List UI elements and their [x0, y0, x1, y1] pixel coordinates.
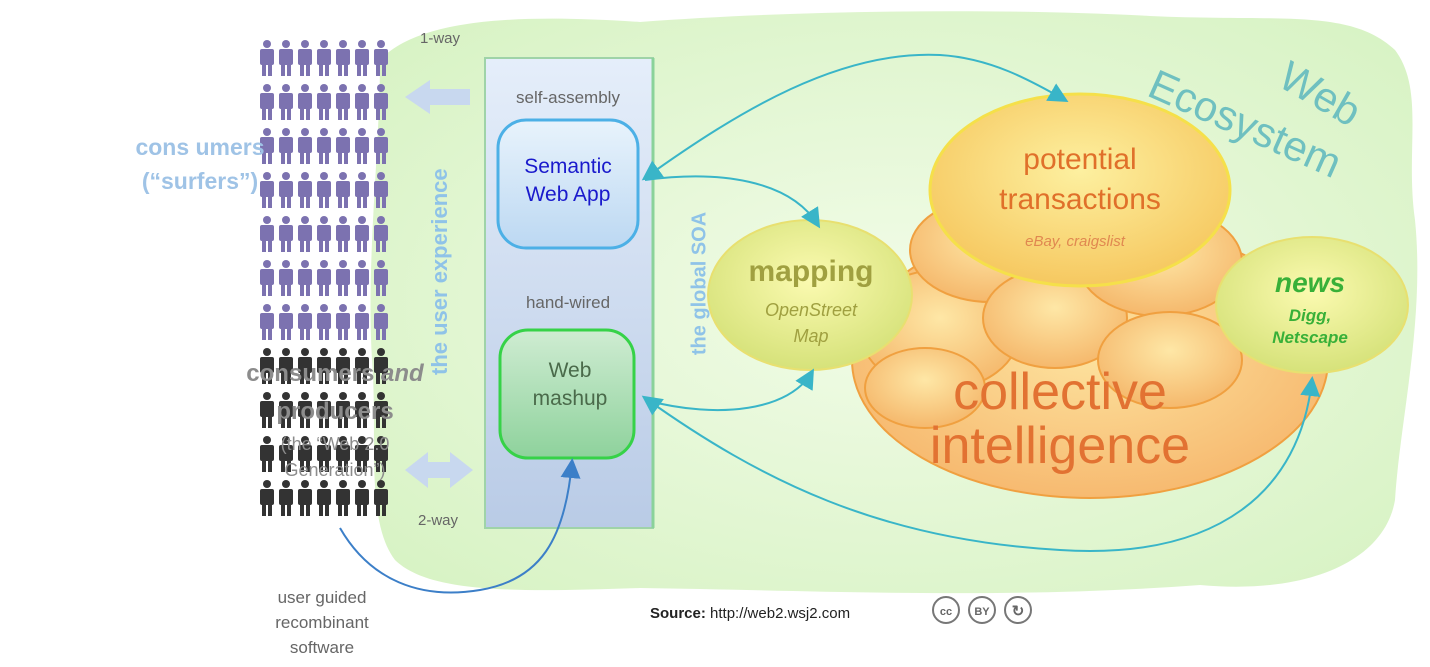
- consumers-label: cons umers (“surfers”): [135, 134, 265, 194]
- cc-icon: cc: [932, 596, 960, 624]
- hand-wired-label: hand-wired: [525, 293, 611, 312]
- potential-transactions-examples: eBay, craigslist: [1025, 233, 1125, 250]
- share-alike-icon: ↻: [1004, 596, 1032, 624]
- potential-transactions-label: potential transactions: [999, 143, 1161, 216]
- collective-intelligence-label: collective intelligence: [929, 363, 1191, 475]
- news-bubble: [1215, 236, 1409, 374]
- user-experience-label: the user experience: [427, 168, 452, 375]
- semantic-web-app-box: [496, 118, 640, 250]
- one-way-label: 1-way: [419, 30, 460, 47]
- arrow-mashup-to-news: [641, 376, 1321, 552]
- semantic-web-app-label: Semantic Web App: [524, 155, 612, 206]
- arrow-semantic-to-mapping: [644, 175, 821, 229]
- source-url[interactable]: http://web2.wsj2.com: [710, 605, 851, 622]
- one-way-arrow: [405, 80, 470, 114]
- web-mashup-box: [498, 328, 636, 460]
- by-icon: BY: [968, 596, 996, 624]
- arrow-user-to-mashup: [339, 458, 581, 594]
- mapping-examples: OpenStreet Map: [764, 300, 858, 346]
- consumers-producers-sub: (the “Web 2.0 Generation”): [280, 434, 390, 480]
- news-label: news: [1274, 267, 1346, 298]
- news-examples: Digg, Netscape: [1272, 306, 1348, 347]
- two-way-label: 2-way: [417, 512, 458, 529]
- arrow-semantic-to-potential: [641, 53, 1069, 181]
- consumers-producers-main: consumers and producers: [246, 360, 424, 425]
- two-way-arrow: [405, 452, 473, 488]
- consumers-producers-label: consumers and producers (the “Web 2.0 Ge…: [215, 355, 455, 483]
- source-label: Source:: [650, 605, 706, 622]
- source-line: Source: http://web2.wsj2.com: [650, 605, 925, 622]
- self-assembly-label: self-assembly: [516, 88, 620, 107]
- user-guided-footnote: user guided recombinant software: [275, 588, 369, 657]
- web-mashup-label: Web mashup: [532, 359, 608, 410]
- and-emphasis: and: [381, 360, 424, 387]
- mapping-label: mapping: [748, 255, 874, 288]
